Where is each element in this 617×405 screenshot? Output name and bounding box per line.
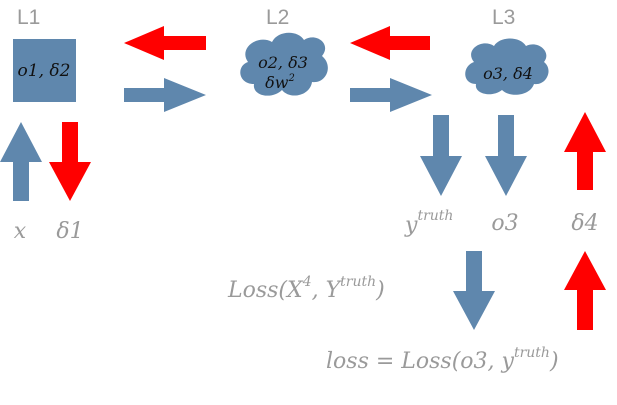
- node-l1-square: [13, 39, 76, 102]
- y-truth-label: ytruth: [404, 208, 453, 238]
- backward-arrow-loss-up: [564, 251, 606, 330]
- node-l2-text-line1: o2, δ3: [258, 53, 308, 72]
- node-l2-dw: δw: [265, 73, 289, 92]
- node-l1: o1, δ2: [13, 39, 76, 102]
- node-l3-text: o3, δ4: [483, 64, 533, 83]
- node-l3: o3, δ4: [465, 38, 549, 95]
- o3-label: o3: [491, 211, 518, 236]
- forward-arrow-to-o3: [485, 115, 527, 196]
- forward-arrow-x-up: [0, 122, 42, 201]
- loss-mid-mid: , Y: [312, 278, 343, 303]
- loss-final-label: loss = Loss(o3, ytruth): [326, 345, 559, 374]
- input-x-label: x: [14, 219, 27, 244]
- forward-arrow-l2-to-l3: [350, 78, 432, 112]
- y-truth-sup: truth: [417, 208, 453, 224]
- node-l2-text-line2: δw2: [265, 73, 295, 92]
- layer-label-l2: L2: [266, 6, 289, 29]
- backward-arrow-l3-to-l2: [350, 26, 430, 60]
- loss-mid-sup2: truth: [340, 274, 376, 290]
- forward-arrow-l1-to-l2: [124, 78, 206, 112]
- delta4-label: δ4: [571, 211, 598, 236]
- loss-final-sup: truth: [514, 345, 550, 361]
- layer-label-l3: L3: [492, 6, 515, 29]
- forward-arrow-to-ytruth: [420, 115, 462, 196]
- backward-arrow-delta1-down: [49, 122, 91, 201]
- delta1-label: δ1: [56, 219, 83, 244]
- node-l2-cloud: [240, 32, 328, 96]
- node-l2-dw-sup: 2: [287, 73, 294, 84]
- loss-mid-prefix: Loss(X: [227, 278, 304, 303]
- loss-final-suffix: ): [549, 349, 559, 374]
- layer-label-l1: L1: [17, 6, 40, 29]
- node-l2: o2, δ3 δw2: [240, 32, 328, 96]
- loss-final-prefix: loss = Loss(o3, y: [326, 349, 515, 374]
- loss-mid-sup1: 4: [302, 274, 312, 290]
- node-l1-text: o1, δ2: [18, 61, 71, 81]
- y-truth-base: y: [404, 213, 418, 238]
- loss-mid-label: Loss(X4, Ytruth): [227, 274, 385, 303]
- forward-arrow-to-loss: [453, 251, 495, 330]
- loss-mid-suffix: ): [375, 278, 385, 303]
- backward-arrow-l2-to-l1: [124, 26, 206, 60]
- node-l3-cloud: [465, 38, 549, 95]
- backward-arrow-delta4-up: [564, 112, 606, 190]
